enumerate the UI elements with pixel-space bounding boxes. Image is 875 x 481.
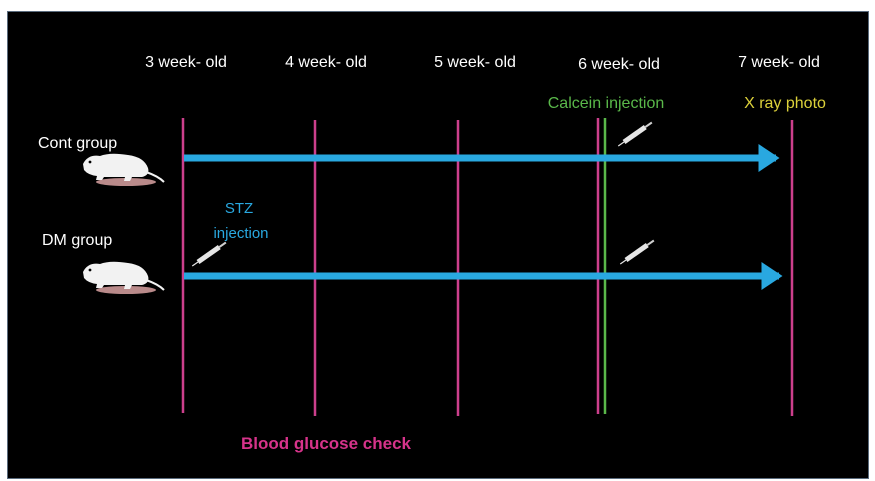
week-label-5: 5 week- old [434, 54, 516, 71]
syringe-icon-calcein-cont [617, 120, 653, 148]
blood-glucose-check-label: Blood glucose check [241, 434, 412, 453]
syringe-icon-stz [191, 240, 227, 268]
calcein-injection-label: Calcein injection [548, 95, 665, 112]
week-label-4: 4 week- old [285, 54, 367, 71]
dm-group-label: DM group [42, 232, 112, 249]
cont-group-label: Cont group [38, 135, 117, 152]
week-label-7: 7 week- old [738, 54, 820, 71]
week-label-6: 6 week- old [578, 56, 660, 73]
xray-photo-label: X ray photo [744, 95, 826, 112]
week-label-3: 3 week- old [145, 54, 227, 71]
stz-label: STZ [225, 200, 253, 217]
syringe-icon-calcein-dm [619, 238, 655, 266]
rat-icon-dm [83, 262, 164, 294]
rat-icon-cont [83, 154, 164, 186]
injection-label: injection [213, 225, 268, 242]
